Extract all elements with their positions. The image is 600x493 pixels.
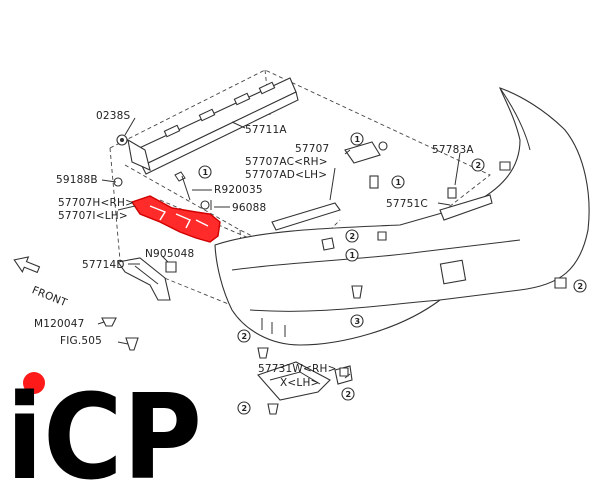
- part-labels: 0238S 57711A 59188B R920035 57707H<RH> 5…: [34, 110, 474, 389]
- label-57711a: 57711A: [245, 124, 287, 136]
- label-fig505: FIG.505: [60, 335, 102, 347]
- logo-text: iCP: [6, 368, 202, 488]
- center-strip-bracket: [271, 202, 341, 231]
- svg-text:2: 2: [476, 161, 482, 170]
- callout-2-c: 2: [573, 279, 587, 293]
- svg-text:1: 1: [396, 178, 402, 187]
- label-57707i: 57707I<LH>: [58, 210, 128, 222]
- callout-1-c: 1: [391, 175, 405, 189]
- svg-text:1: 1: [355, 135, 361, 144]
- logo-dot: [23, 372, 45, 394]
- callout-2-d: 2: [237, 329, 251, 343]
- front-arrow-icon: [13, 256, 41, 274]
- label-5773x: X<LH>: [280, 377, 320, 389]
- svg-text:2: 2: [350, 232, 356, 241]
- callout-markers: 1 1 1 1 2 2 2 2 2 2 3: [198, 132, 587, 415]
- lower-side-bracket: [117, 257, 171, 301]
- svg-text:1: 1: [350, 251, 356, 260]
- leader-lines: [97, 117, 461, 379]
- label-57707: 57707: [295, 143, 329, 155]
- callout-1-a: 1: [198, 165, 212, 179]
- svg-text:1: 1: [203, 168, 209, 177]
- svg-text:2: 2: [578, 282, 584, 291]
- clip-57707: [344, 141, 388, 189]
- label-n905048: N905048: [145, 248, 194, 260]
- callout-2-e: 2: [237, 401, 251, 415]
- callout-1-b: 1: [350, 132, 364, 146]
- label-0238s: 0238S: [96, 110, 131, 122]
- label-96088: 96088: [232, 202, 266, 214]
- icp-logo: iCP: [6, 368, 202, 493]
- label-59188b: 59188B: [56, 174, 98, 186]
- label-r920035: R920035: [214, 184, 263, 196]
- reinforcement-beam: [116, 77, 299, 175]
- svg-text:2: 2: [242, 404, 248, 413]
- label-57707ac: 57707AC<RH>: [245, 156, 328, 168]
- callout-2-a: 2: [471, 158, 485, 172]
- label-57783a: 57783A: [432, 144, 474, 156]
- label-57751c: 57751C: [386, 198, 428, 210]
- fasteners: [101, 161, 567, 415]
- callout-2-b: 2: [345, 229, 359, 243]
- label-57707ad: 57707AD<LH>: [245, 169, 327, 181]
- label-57707h: 57707H<RH>: [58, 197, 134, 209]
- front-label: FRONT: [30, 284, 69, 309]
- label-57731w: 57731W<RH>: [258, 363, 337, 375]
- label-m120047: M120047: [34, 318, 85, 330]
- label-57714d: 57714D: [82, 259, 125, 271]
- front-direction-indicator: FRONT: [13, 256, 69, 309]
- side-bracket: [439, 187, 493, 221]
- svg-text:3: 3: [355, 317, 361, 326]
- highlighted-bracket: [130, 195, 221, 243]
- callout-2-f: 2: [341, 387, 355, 401]
- callout-3: 3: [350, 314, 364, 328]
- svg-text:2: 2: [242, 332, 248, 341]
- svg-text:2: 2: [346, 390, 352, 399]
- callout-1-d: 1: [345, 248, 359, 262]
